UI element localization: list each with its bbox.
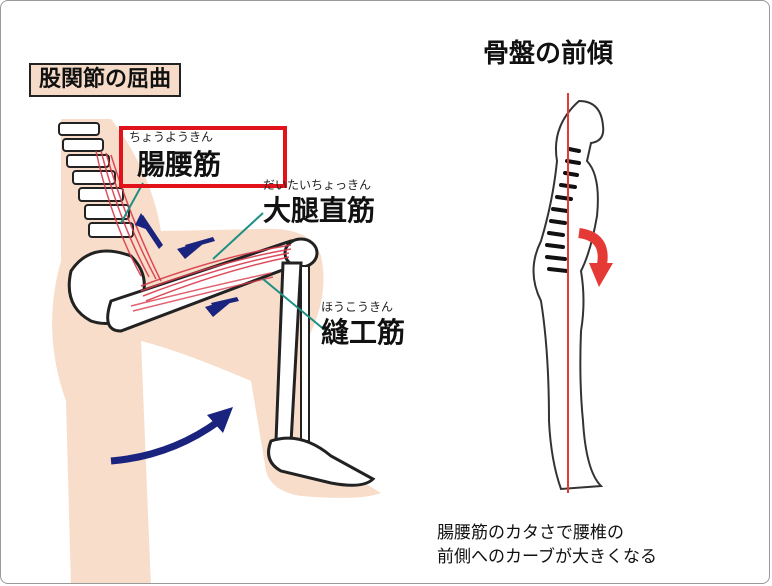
label-rectus-femoris: 大腿直筋	[263, 194, 376, 227]
right-title: 骨盤の前傾	[483, 39, 614, 69]
caption-line-1: 腸腰筋のカタさで腰椎の	[437, 523, 624, 543]
pointer-sartorius	[262, 278, 327, 332]
left-title: 股関節の屈曲	[29, 63, 182, 97]
fibula-bone	[300, 265, 310, 442]
foot-bones	[267, 436, 376, 487]
rotation-arrow-head	[207, 407, 233, 433]
sartorius-muscle	[130, 272, 274, 312]
label-sartorius: 縫工筋	[321, 316, 406, 349]
label-iliopsoas: 腸腰筋	[137, 148, 222, 181]
pelvis-tilt-arrow-head	[589, 263, 613, 287]
pointer-rectus-femoris	[212, 212, 264, 260]
highlight-box	[119, 126, 287, 188]
ruby-iliopsoas: ちょうようきん	[129, 130, 214, 144]
rectus-femoris-muscle	[140, 244, 292, 302]
force-arrows	[135, 213, 239, 317]
pointer-iliopsoas	[120, 182, 144, 224]
caption: 腸腰筋のカタさで腰椎の 前側へのカーブが大きくなる	[437, 521, 657, 569]
ruby-sartorius: ほうこうきん	[321, 300, 394, 314]
iliopsoas-muscle	[95, 150, 162, 282]
ruby-rectus-femoris: だいたいちょっきん	[263, 178, 372, 192]
caption-line-2: 前側へのカーブが大きくなる	[437, 547, 657, 567]
rotation-arrow	[110, 418, 222, 465]
